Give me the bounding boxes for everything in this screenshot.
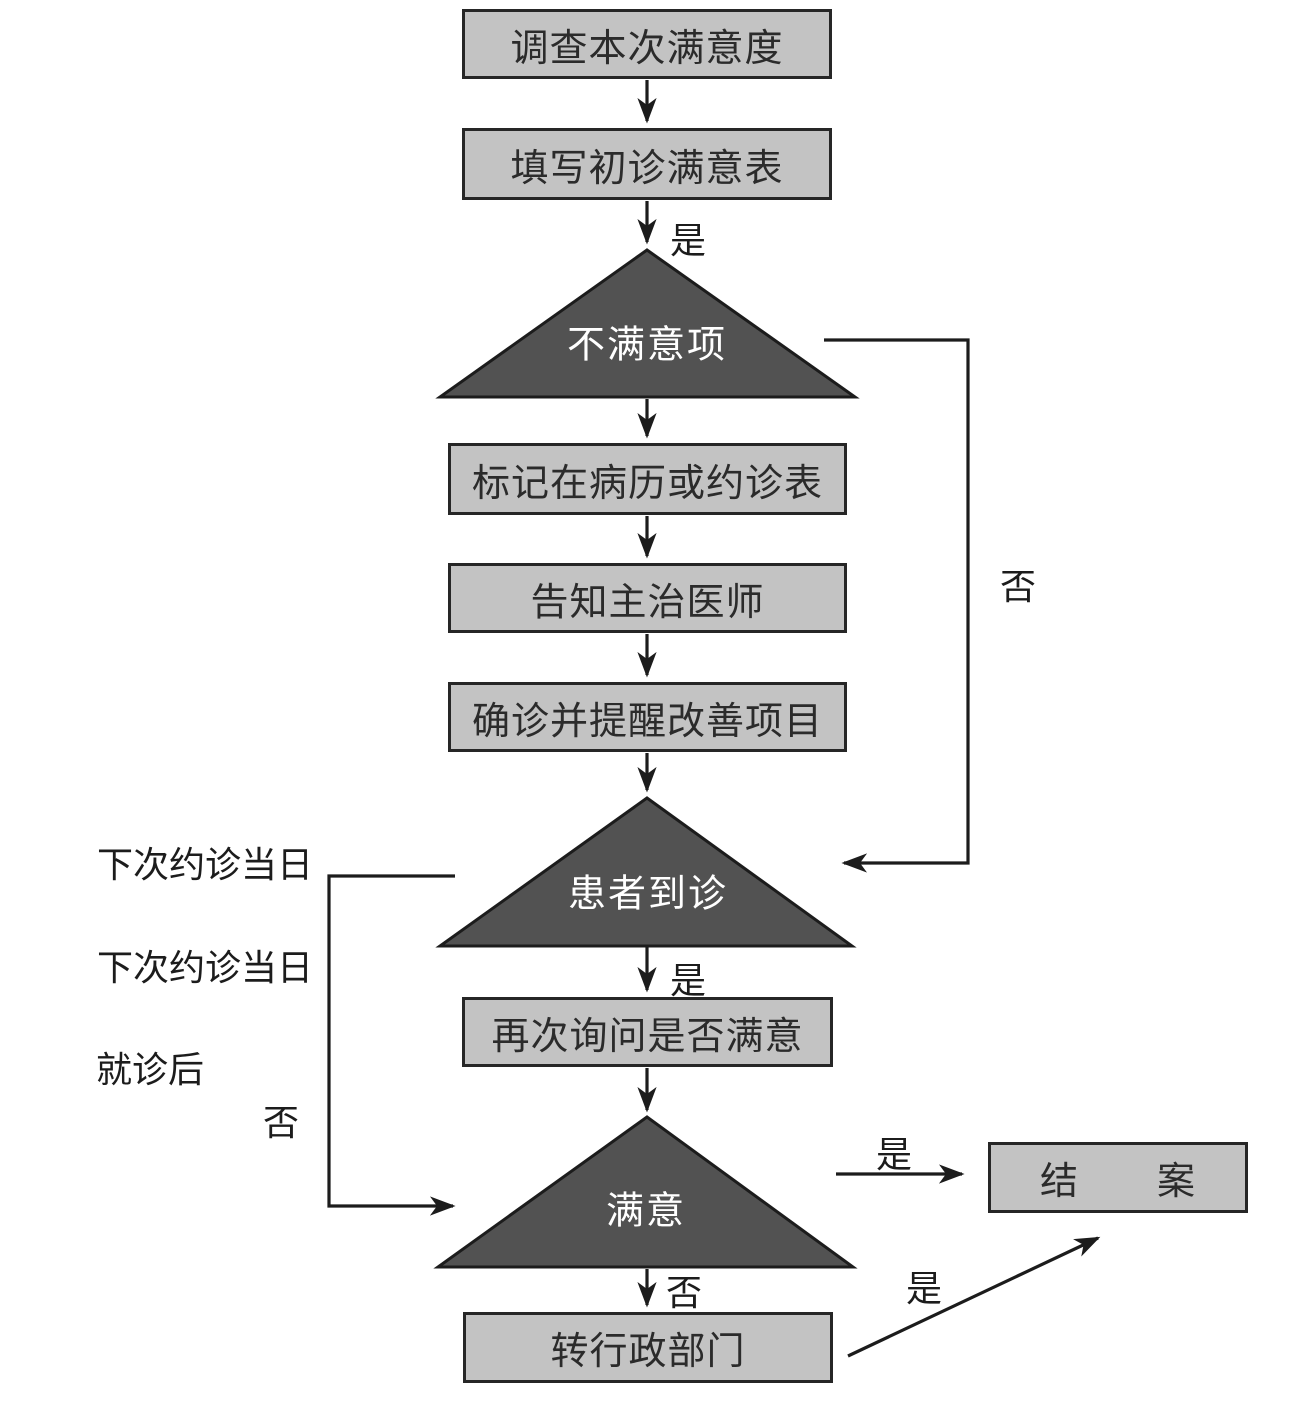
process-box-confirm-remind: 确诊并提醒改善项目 <box>448 682 847 752</box>
process-box-mark-record: 标记在病历或约诊表 <box>448 443 847 515</box>
edge-label-yes-patient-arrived: 是 <box>670 960 707 1001</box>
side-label-next-appointment-day-1: 下次约诊当日 <box>97 844 314 885</box>
decision-triangle-patient-arrives <box>435 796 857 948</box>
arrow-admin-to-close <box>847 1236 1101 1358</box>
feedback-line-left-loop <box>327 874 456 1216</box>
process-box-inform-doctor: 告知主治医师 <box>448 563 847 633</box>
process-box-close-case: 结 案 <box>988 1142 1248 1213</box>
process-box-fill-form: 填写初诊满意表 <box>462 128 832 200</box>
decision-label-unsatisfied: 不满意项 <box>566 324 728 367</box>
decision-triangle-unsatisfied <box>435 248 860 399</box>
side-label-next-appointment-day-2: 下次约诊当日 <box>97 947 314 988</box>
process-box-ask-again: 再次询问是否满意 <box>462 997 833 1067</box>
side-label-after-visit: 就诊后 <box>96 1049 205 1090</box>
edge-label-yes-after-form: 是 <box>670 220 707 261</box>
edge-label-yes-satisfied-to-close: 是 <box>876 1134 913 1175</box>
edge-label-no-satisfied-to-admin: 否 <box>666 1272 703 1313</box>
edge-label-yes-admin-to-close: 是 <box>906 1268 943 1309</box>
decision-label-satisfied: 满意 <box>605 1190 687 1233</box>
process-box-survey: 调查本次满意度 <box>462 9 832 79</box>
edge-label-no-feedback-right: 否 <box>1000 566 1037 607</box>
process-box-transfer-admin: 转行政部门 <box>463 1312 833 1383</box>
decision-label-patient-arrives: 患者到诊 <box>567 873 729 916</box>
edge-label-no-left-loop: 否 <box>263 1102 300 1143</box>
feedback-line-no-right <box>824 338 970 873</box>
decision-triangle-satisfied <box>433 1115 858 1269</box>
